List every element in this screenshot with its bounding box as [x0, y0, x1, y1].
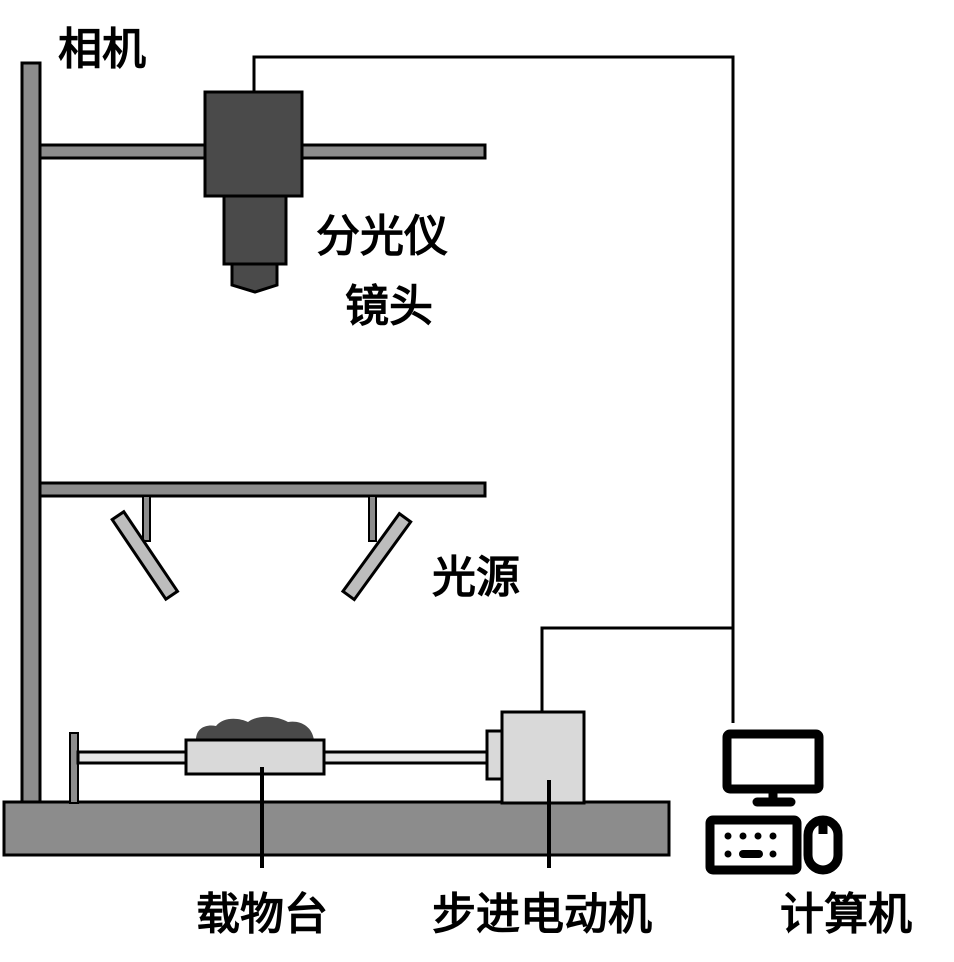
motor-cable	[540, 626, 733, 712]
label-light-source: 光源	[432, 552, 520, 603]
lamp-left-rod	[142, 495, 151, 542]
desktop-computer-icon	[705, 729, 843, 875]
keyboard-icon	[705, 815, 802, 875]
base-plate-main	[2, 800, 671, 857]
lamp-left	[110, 509, 180, 602]
mouse-icon	[803, 815, 843, 875]
label-spectrometer: 分光仪	[316, 211, 448, 262]
label-computer: 计算机	[780, 889, 912, 940]
light-arm	[38, 481, 487, 498]
sample	[196, 716, 314, 740]
camera-cable	[252, 55, 735, 723]
lamp-right-rod	[368, 495, 377, 542]
stepper-motor	[500, 710, 586, 805]
keyboard-keys	[724, 832, 777, 858]
lens-tip	[230, 262, 279, 294]
stage	[184, 738, 326, 776]
camera-body	[203, 90, 304, 198]
label-camera: 相机	[58, 24, 146, 75]
rail-end-post	[69, 732, 79, 804]
lamp-right	[340, 511, 413, 602]
label-stepper-motor: 步进电动机	[432, 889, 652, 940]
label-stage: 载物台	[196, 889, 328, 940]
stand-pole	[20, 61, 42, 807]
label-lens: 镜头	[345, 281, 433, 332]
lens-barrel	[222, 194, 288, 266]
monitor-icon	[722, 729, 824, 794]
